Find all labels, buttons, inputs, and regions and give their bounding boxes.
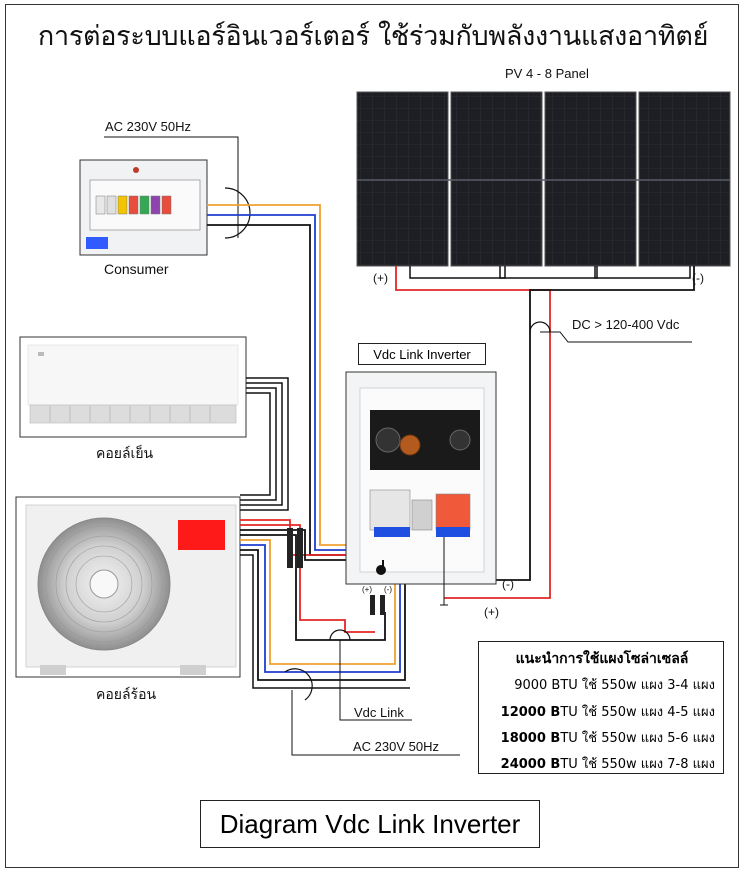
consumer-unit (79, 159, 208, 256)
btu-value: 9000 BTU (514, 678, 578, 693)
btu-value: 12000 B (500, 705, 561, 720)
btu-suffix: TU (560, 757, 578, 772)
btu-suffix: TU (560, 705, 578, 720)
pv-negative-label: (-) (692, 271, 704, 285)
dc-voltage-label: DC > 120-400 Vdc (572, 317, 680, 332)
recommendation-title: แนะนำการใช้แผงโซล่าเซลล์ (515, 651, 689, 667)
recommendation-row-18000: 18000 BTU ใช้ 550w แผง 5-6 แผง (501, 727, 715, 748)
page-title: การต่อระบบแอร์อินเวอร์เตอร์ ใช้ร่วมกับพล… (37, 21, 709, 52)
row-text: ใช้ 550w แผง 7-8 แผง (577, 757, 715, 772)
inverter-label-box: Vdc Link Inverter (358, 343, 486, 365)
solar-panel-array (356, 91, 731, 267)
solar-panel-4 (638, 91, 731, 267)
row-text: ใช้ 550w แผง 4-5 แผง (577, 705, 715, 720)
solar-panel-2 (450, 91, 543, 267)
solar-panel-1 (356, 91, 449, 267)
ac-supply-label-top: AC 230V 50Hz (105, 119, 191, 134)
panel-jumpers (409, 266, 691, 279)
connector-negative-label: (-) (384, 585, 392, 594)
recommendation-box: แนะนำการใช้แผงโซล่าเซลล์ 9000 BTU ใช้ 55… (478, 641, 724, 774)
row-text: ใช้ 550w แผง 3-4 แผง (577, 678, 715, 693)
indoor-unit (19, 336, 247, 438)
outdoor-unit-label: คอยล์ร้อน (96, 687, 157, 703)
vdc-link-label: Vdc Link (354, 705, 404, 720)
recommendation-row-24000: 24000 BTU ใช้ 550w แผง 7-8 แผง (501, 753, 715, 774)
indoor-unit-label: คอยล์เย็น (96, 446, 154, 462)
recommendation-row-12000: 12000 BTU ใช้ 550w แผง 4-5 แผง (501, 701, 715, 722)
btu-value: 18000 B (500, 731, 561, 746)
btu-value: 24000 B (500, 757, 561, 772)
solar-panel-3 (544, 91, 637, 267)
pv-negative-wire (444, 266, 695, 581)
inverter-enclosure (345, 371, 497, 606)
consumer-unit-label: Consumer (104, 261, 169, 277)
pv-panel-label: PV 4 - 8 Panel (505, 66, 589, 81)
recommendation-row-9000: 9000 BTU ใช้ 550w แผง 3-4 แผง (514, 674, 715, 695)
inverter-negative-label: (-) (502, 577, 514, 591)
inverter-positive-label: (+) (484, 605, 499, 619)
ac-supply-label-bottom: AC 230V 50Hz (353, 739, 439, 754)
connector-positive-label: (+) (362, 585, 372, 594)
diagram-frame (5, 4, 739, 868)
pv-positive-label: (+) (373, 271, 388, 285)
row-text: ใช้ 550w แผง 5-6 แผง (577, 731, 715, 746)
diagram-title-box: Diagram Vdc Link Inverter (200, 800, 540, 848)
btu-suffix: TU (560, 731, 578, 746)
outdoor-unit (15, 496, 241, 678)
